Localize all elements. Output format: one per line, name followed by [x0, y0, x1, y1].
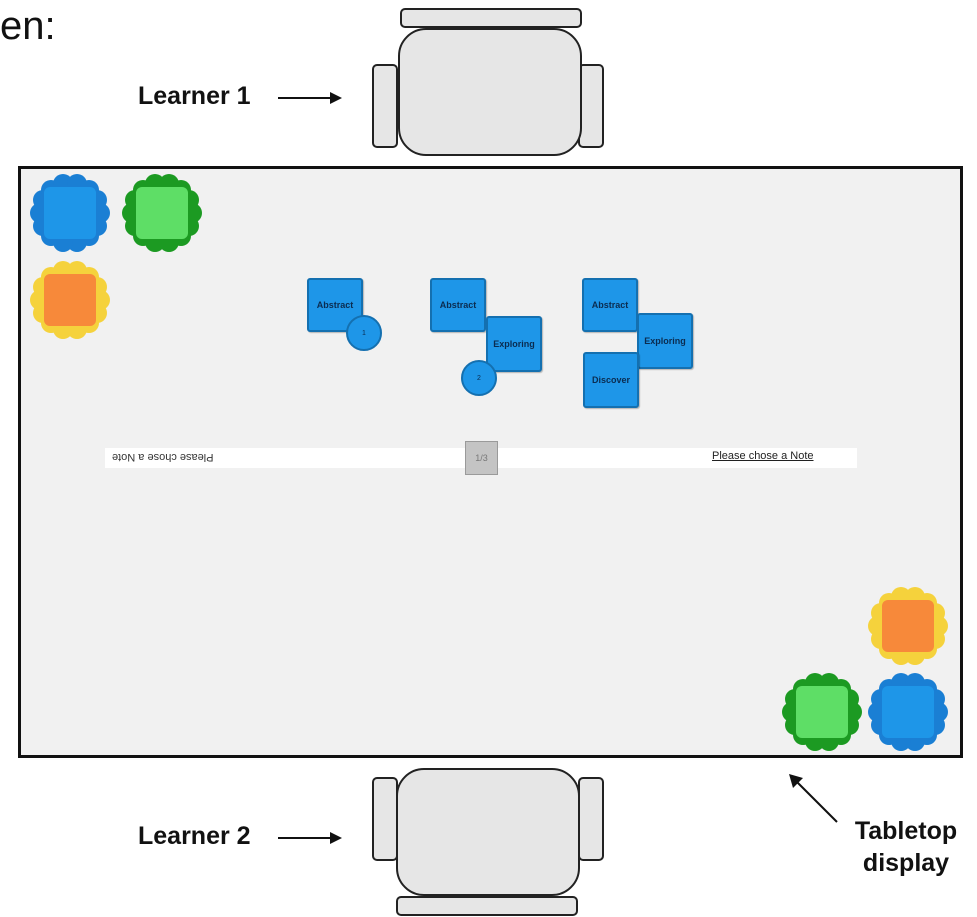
tabletop-pointer-arrow: [789, 774, 838, 823]
note-circle[interactable]: 2: [461, 360, 497, 396]
tabletop-label: Tabletop display: [846, 815, 966, 879]
note-selector-prompt[interactable]: Please chose a Note: [712, 450, 814, 462]
chair-backrest: [396, 896, 578, 916]
chair-seat: [396, 768, 580, 896]
green-flower-token-icon[interactable]: [782, 672, 862, 752]
learner-2-chair: [370, 765, 606, 917]
blue-flower-token-icon[interactable]: [30, 173, 110, 253]
note-discover[interactable]: Discover: [583, 352, 639, 408]
learner-2-arrow: [278, 831, 342, 845]
token-core: [880, 598, 936, 654]
chair-seat: [398, 28, 582, 156]
note-exploring[interactable]: Exploring: [486, 316, 542, 372]
note-exploring[interactable]: Exploring: [637, 313, 693, 369]
blue-flower-token-icon[interactable]: [868, 672, 948, 752]
intro-text-fragment: en:: [0, 4, 56, 48]
note-circle[interactable]: 1: [346, 315, 382, 351]
token-core: [42, 185, 98, 241]
tabletop-label-line2: display: [862, 849, 950, 877]
token-core: [42, 272, 98, 328]
chair-backrest: [400, 8, 582, 28]
chair-armrest-right: [578, 777, 604, 861]
learner-2-label: Learner 2: [138, 822, 251, 850]
note-selector-prompt-flipped: Please chose a Note: [112, 451, 214, 463]
learner-1-label: Learner 1: [138, 82, 251, 110]
learner-1-arrow: [278, 91, 342, 105]
token-core: [794, 684, 850, 740]
learner-1-chair: [370, 8, 606, 158]
chair-armrest-left: [372, 64, 398, 148]
token-core: [880, 684, 936, 740]
token-core: [134, 185, 190, 241]
yellow-flower-token-icon[interactable]: [868, 586, 948, 666]
chair-armrest-left: [372, 777, 398, 861]
yellow-flower-token-icon[interactable]: [30, 260, 110, 340]
tabletop-label-line1: Tabletop: [854, 817, 958, 845]
green-flower-token-icon[interactable]: [122, 173, 202, 253]
note-selector-handle[interactable]: 1/3: [465, 441, 498, 475]
note-abstract[interactable]: Abstract: [582, 278, 638, 332]
note-abstract[interactable]: Abstract: [430, 278, 486, 332]
